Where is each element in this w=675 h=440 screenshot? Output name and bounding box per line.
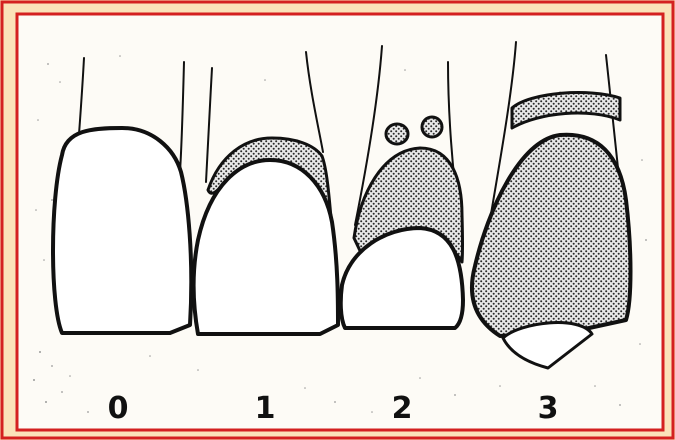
stage-label-1: 1 (255, 391, 276, 426)
decay-spot (386, 124, 408, 144)
stage-label-3: 3 (538, 391, 559, 426)
stage-label-2: 2 (392, 391, 413, 426)
decay-spot (422, 117, 442, 137)
crown-outline (53, 128, 191, 333)
stage-label-0: 0 (108, 391, 129, 426)
